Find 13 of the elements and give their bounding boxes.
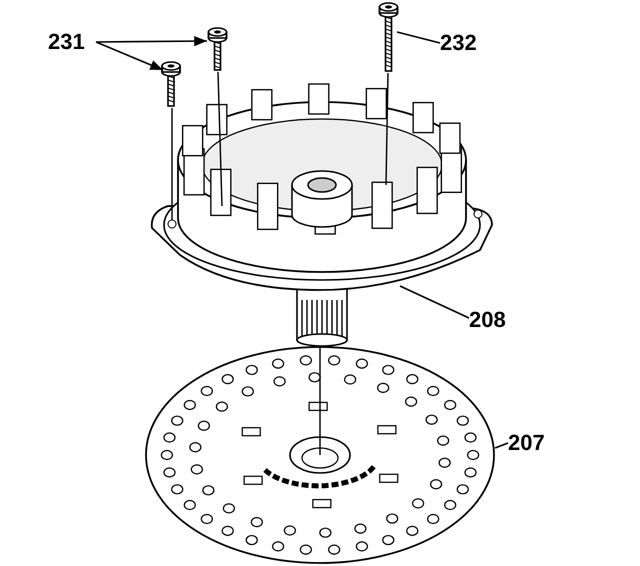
leader-line xyxy=(400,285,470,319)
leader-line xyxy=(396,31,440,44)
callout-number: 232 xyxy=(440,30,477,55)
bolt-drawing xyxy=(208,27,228,71)
bolt-drawing xyxy=(378,2,398,72)
bolt-drawing xyxy=(161,61,181,107)
leader-line xyxy=(96,41,164,71)
callout-number: 207 xyxy=(508,430,545,455)
callout-number: 231 xyxy=(48,29,85,54)
plate-drawing xyxy=(145,346,495,564)
leader-line xyxy=(96,36,207,46)
leader-line xyxy=(494,442,508,449)
callout-number: 208 xyxy=(469,307,506,332)
